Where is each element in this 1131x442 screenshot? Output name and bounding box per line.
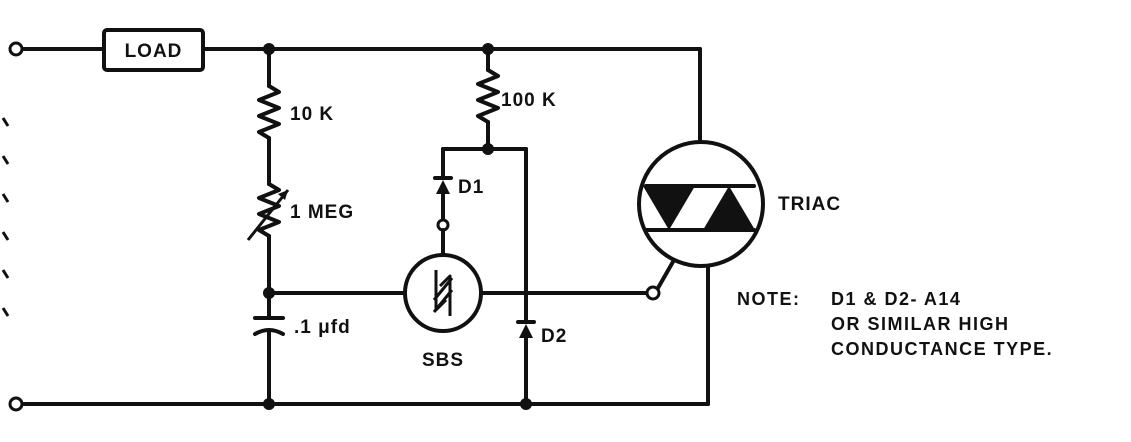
label-capacitor: .1 μfd [294,317,351,338]
note-heading: NOTE: [737,289,801,309]
note-line-2: OR SIMILAR HIGH [831,314,1010,334]
timing-branch [246,47,290,406]
note-line-1: D1 & D2- A14 [831,289,961,309]
load-label: LOAD [125,41,183,62]
input-dash-marks [1,117,10,317]
junction-dots [263,43,532,410]
note-block: NOTE: D1 & D2- A14 OR SIMILAR HIGH CONDU… [737,289,1053,359]
triac-gate-terminal [645,285,661,301]
resistor-100k [476,68,500,124]
resistor-10k [257,84,281,140]
label-sbs: SBS [422,350,464,371]
label-d2: D2 [541,326,567,347]
triac [637,47,765,406]
input-terminal-bottom [8,396,24,412]
label-10k: 10 K [290,104,334,125]
load: LOAD [102,28,205,72]
input-terminal-top [8,41,24,57]
label-100k: 100 K [501,90,557,111]
sbs-switch [403,253,483,333]
diode-d1 [433,147,453,258]
variable-resistor-arrow [246,189,290,241]
label-1meg: 1 MEG [290,202,354,223]
diode-d2 [516,147,536,406]
label-triac: TRIAC [778,194,841,215]
variable-resistor-1meg [257,182,281,238]
label-d1: D1 [458,177,484,198]
note-line-3: CONDUCTANCE TYPE. [831,339,1053,359]
